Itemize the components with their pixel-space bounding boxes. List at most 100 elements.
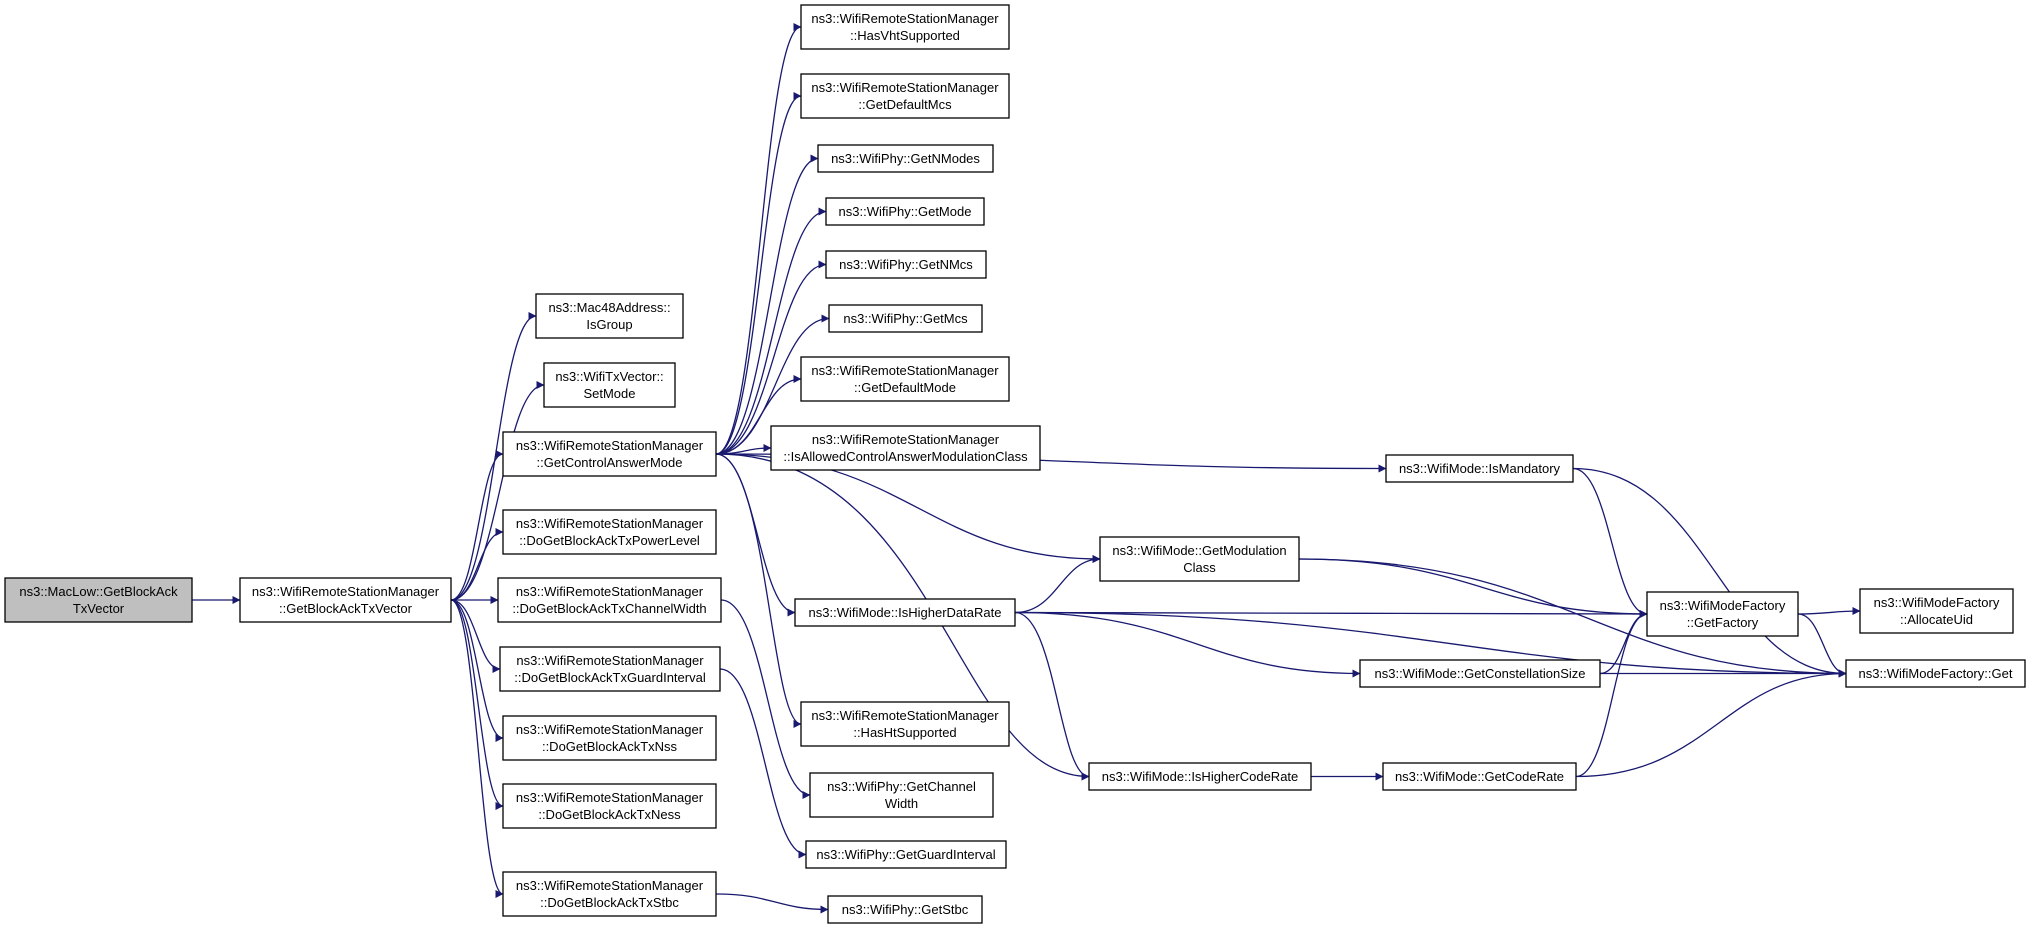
node-box bbox=[794, 598, 1016, 627]
node-label: ns3::WifiRemoteStationManager bbox=[516, 653, 704, 668]
node-label: ns3::WifiRemoteStationManager bbox=[811, 708, 999, 723]
edge-gcam-to-gnmcs bbox=[715, 260, 827, 455]
node-label: ns3::WifiRemoteStationManager bbox=[516, 722, 704, 737]
node-label: ::GetBlockAckTxVector bbox=[279, 601, 413, 616]
node-box bbox=[1088, 762, 1312, 791]
edge-gcam-to-gdmode bbox=[715, 375, 802, 455]
node-label: ns3::WifiTxVector:: bbox=[555, 369, 663, 384]
node-gcam[interactable]: ns3::WifiRemoteStationManager::GetContro… bbox=[502, 431, 717, 477]
node-box bbox=[502, 431, 717, 477]
node-label: ns3::WifiMode::GetCodeRate bbox=[1395, 769, 1564, 784]
node-label: IsGroup bbox=[586, 317, 632, 332]
edge-getbat-to-isgroup bbox=[450, 312, 537, 601]
node-label: ns3::WifiRemoteStationManager bbox=[811, 11, 999, 26]
node-get[interactable]: ns3::WifiModeFactory::Get bbox=[1845, 659, 2026, 688]
node-getbat[interactable]: ns3::WifiRemoteStationManager::GetBlockA… bbox=[239, 577, 452, 623]
edge-dgcw-to-gcw bbox=[720, 599, 811, 799]
node-gdmode[interactable]: ns3::WifiRemoteStationManager::GetDefaul… bbox=[800, 356, 1010, 402]
node-box bbox=[543, 362, 676, 408]
node-label: ns3::WifiMode::IsMandatory bbox=[1399, 461, 1561, 476]
edge-dgstbc-to-gstbc bbox=[715, 893, 829, 914]
edge-gfact-to-auid bbox=[1797, 607, 1861, 616]
edge-getbat-to-gcam bbox=[450, 450, 504, 601]
node-box bbox=[805, 840, 1007, 869]
node-label: ns3::WifiRemoteStationManager bbox=[812, 432, 1000, 447]
node-ihcr[interactable]: ns3::WifiMode::IsHigherCodeRate bbox=[1088, 762, 1312, 791]
node-gmcs[interactable]: ns3::WifiPhy::GetMcs bbox=[828, 304, 983, 333]
node-dgnss[interactable]: ns3::WifiRemoteStationManager::DoGetBloc… bbox=[502, 715, 717, 761]
edge-ihdr-to-gfact bbox=[1014, 609, 1648, 618]
node-label: ns3::WifiRemoteStationManager bbox=[811, 80, 999, 95]
edge-gcr-to-get bbox=[1575, 669, 1847, 778]
node-ismand[interactable]: ns3::WifiMode::IsMandatory bbox=[1385, 454, 1574, 483]
edge-ihdr-to-get bbox=[1014, 611, 1847, 678]
node-dgness[interactable]: ns3::WifiRemoteStationManager::DoGetBloc… bbox=[502, 783, 717, 829]
node-label: ns3::WifiPhy::GetNModes bbox=[831, 151, 980, 166]
node-box bbox=[535, 293, 684, 339]
edge-getbat-to-dgness bbox=[450, 599, 504, 810]
node-box bbox=[800, 4, 1010, 50]
node-gcr[interactable]: ns3::WifiMode::GetCodeRate bbox=[1382, 762, 1577, 791]
node-iacamc[interactable]: ns3::WifiRemoteStationManager::IsAllowed… bbox=[770, 425, 1041, 471]
node-gnmcs[interactable]: ns3::WifiPhy::GetNMcs bbox=[825, 250, 987, 279]
node-label: TxVector bbox=[73, 601, 125, 616]
node-dgcw[interactable]: ns3::WifiRemoteStationManager::DoGetBloc… bbox=[497, 577, 722, 623]
node-label: ::DoGetBlockAckTxPowerLevel bbox=[519, 533, 700, 548]
node-box bbox=[1845, 659, 2026, 688]
node-label: ::GetControlAnswerMode bbox=[537, 455, 683, 470]
node-label: ns3::WifiPhy::GetGuardInterval bbox=[816, 847, 995, 862]
edge-gfact-to-get bbox=[1797, 613, 1847, 678]
node-label: ns3::WifiPhy::GetMcs bbox=[843, 311, 968, 326]
node-dgpl[interactable]: ns3::WifiRemoteStationManager::DoGetBloc… bbox=[502, 509, 717, 555]
node-label: ns3::MacLow::GetBlockAck bbox=[19, 584, 178, 599]
node-box bbox=[4, 577, 193, 623]
node-label: SetMode bbox=[583, 386, 635, 401]
node-root[interactable]: ns3::MacLow::GetBlockAckTxVector bbox=[4, 577, 193, 623]
node-box bbox=[800, 73, 1010, 119]
node-label: ::AllocateUid bbox=[1900, 612, 1973, 627]
node-auid[interactable]: ns3::WifiModeFactory::AllocateUid bbox=[1859, 588, 2014, 634]
edge-getbat-to-dgnss bbox=[450, 599, 504, 742]
node-gmode[interactable]: ns3::WifiPhy::GetMode bbox=[825, 197, 985, 226]
node-label: Class bbox=[1183, 560, 1216, 575]
node-label: ns3::WifiModeFactory::Get bbox=[1859, 666, 2013, 681]
node-gdmcs[interactable]: ns3::WifiRemoteStationManager::GetDefaul… bbox=[800, 73, 1010, 119]
node-setmode[interactable]: ns3::WifiTxVector::SetMode bbox=[543, 362, 676, 408]
node-gnmodes[interactable]: ns3::WifiPhy::GetNModes bbox=[817, 144, 994, 173]
node-label: ::GetDefaultMcs bbox=[858, 97, 952, 112]
node-dgstbc[interactable]: ns3::WifiRemoteStationManager::DoGetBloc… bbox=[502, 871, 717, 917]
node-box bbox=[770, 425, 1041, 471]
edge-getbat-to-setmode bbox=[450, 381, 545, 601]
node-isgroup[interactable]: ns3::Mac48Address::IsGroup bbox=[535, 293, 684, 339]
node-gfact[interactable]: ns3::WifiModeFactory::GetFactory bbox=[1646, 591, 1799, 637]
node-label: ::DoGetBlockAckTxChannelWidth bbox=[512, 601, 706, 616]
edge-gcam-to-gnmodes bbox=[715, 154, 819, 455]
node-dggi[interactable]: ns3::WifiRemoteStationManager::DoGetBloc… bbox=[499, 646, 721, 692]
edge-gmodcl-to-get bbox=[1298, 558, 1847, 678]
node-label: ns3::WifiRemoteStationManager bbox=[516, 878, 704, 893]
node-gstbc[interactable]: ns3::WifiPhy::GetStbc bbox=[827, 895, 983, 924]
node-box bbox=[502, 871, 717, 917]
edge-gcam-to-gmode bbox=[715, 207, 827, 455]
edge-gcr-to-gfact bbox=[1575, 610, 1648, 778]
node-label: ns3::WifiRemoteStationManager bbox=[516, 516, 704, 531]
node-box bbox=[499, 646, 721, 692]
node-label: ns3::WifiPhy::GetMode bbox=[839, 204, 972, 219]
edge-getbat-to-dgpl bbox=[450, 528, 504, 601]
node-label: ns3::WifiModeFactory bbox=[1660, 598, 1786, 613]
node-box bbox=[817, 144, 994, 173]
edge-getbat-to-dgstbc bbox=[450, 599, 504, 898]
node-label: ns3::WifiMode::IsHigherDataRate bbox=[809, 605, 1002, 620]
node-box bbox=[502, 715, 717, 761]
node-label: ns3::WifiMode::GetModulation bbox=[1112, 543, 1286, 558]
node-label: ns3::WifiRemoteStationManager bbox=[516, 584, 704, 599]
node-ihdr[interactable]: ns3::WifiMode::IsHigherDataRate bbox=[794, 598, 1016, 627]
node-label: ::HasVhtSupported bbox=[850, 28, 960, 43]
node-hasht[interactable]: ns3::WifiRemoteStationManager::HasHtSupp… bbox=[800, 701, 1010, 747]
node-hasvht[interactable]: ns3::WifiRemoteStationManager::HasVhtSup… bbox=[800, 4, 1010, 50]
node-gcsize[interactable]: ns3::WifiMode::GetConstellationSize bbox=[1359, 659, 1601, 688]
node-ggi[interactable]: ns3::WifiPhy::GetGuardInterval bbox=[805, 840, 1007, 869]
node-label: ::HasHtSupported bbox=[853, 725, 956, 740]
